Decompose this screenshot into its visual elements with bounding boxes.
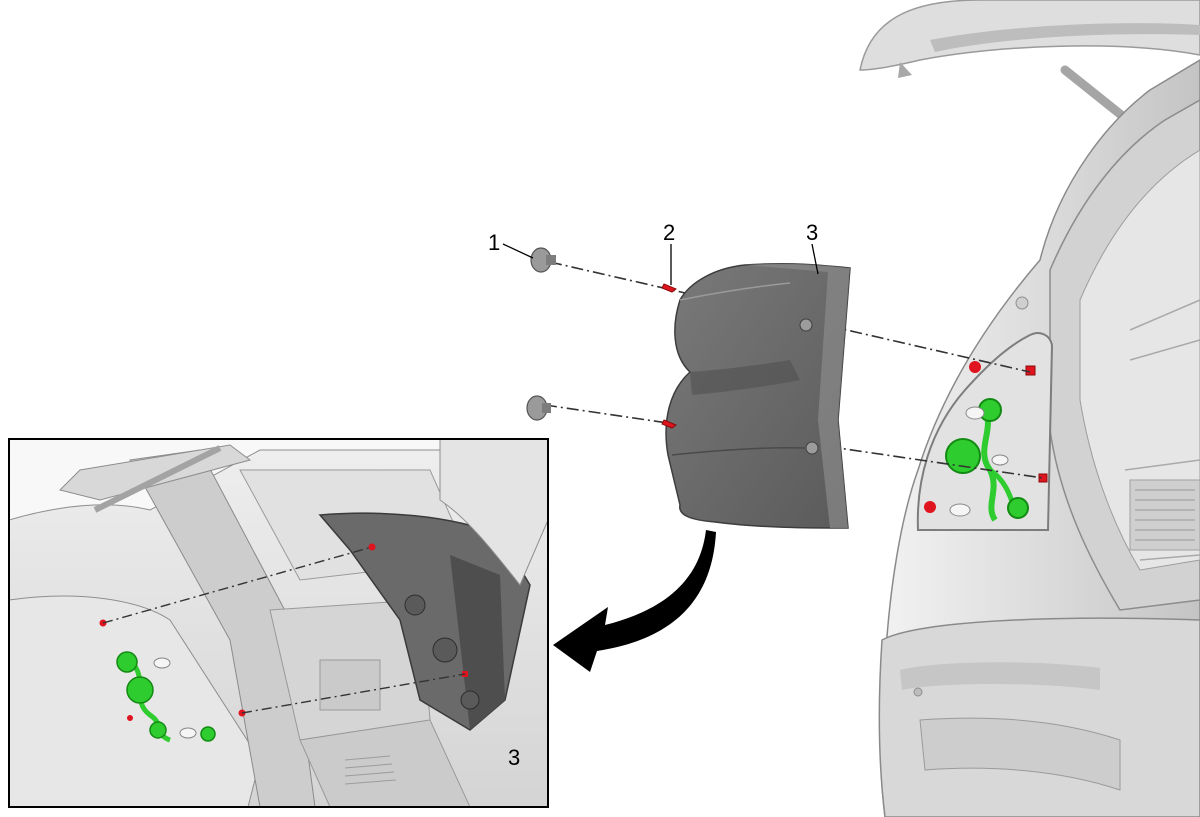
screw-hole xyxy=(1025,365,1036,376)
screw-icon xyxy=(661,419,677,429)
screw-icon xyxy=(661,283,677,293)
callout-label-tail-lamp-detail: 3 xyxy=(508,745,520,770)
rear-bumper xyxy=(878,617,1200,817)
inset-frame xyxy=(8,438,549,808)
plastic-cap-icon xyxy=(530,247,556,273)
inset-detail-view xyxy=(8,438,549,808)
tail-lamp-assembly xyxy=(665,263,851,529)
vehicle-rear-body xyxy=(859,0,1200,817)
plastic-cap-icon xyxy=(526,395,551,421)
locator-pin xyxy=(969,361,981,373)
bulb xyxy=(991,454,1009,466)
callout-label-screw: 2 xyxy=(663,220,675,245)
bulb xyxy=(965,406,985,420)
screw-hole xyxy=(1038,473,1048,483)
bulb xyxy=(949,503,971,517)
bulb-socket xyxy=(1007,497,1029,519)
callout-label-cap: 1 xyxy=(488,230,500,255)
callout-label-tail-lamp: 3 xyxy=(806,220,818,245)
mount-point-markers xyxy=(924,361,1048,513)
locator-pin xyxy=(924,501,936,513)
curved-arrow-icon xyxy=(553,530,716,672)
